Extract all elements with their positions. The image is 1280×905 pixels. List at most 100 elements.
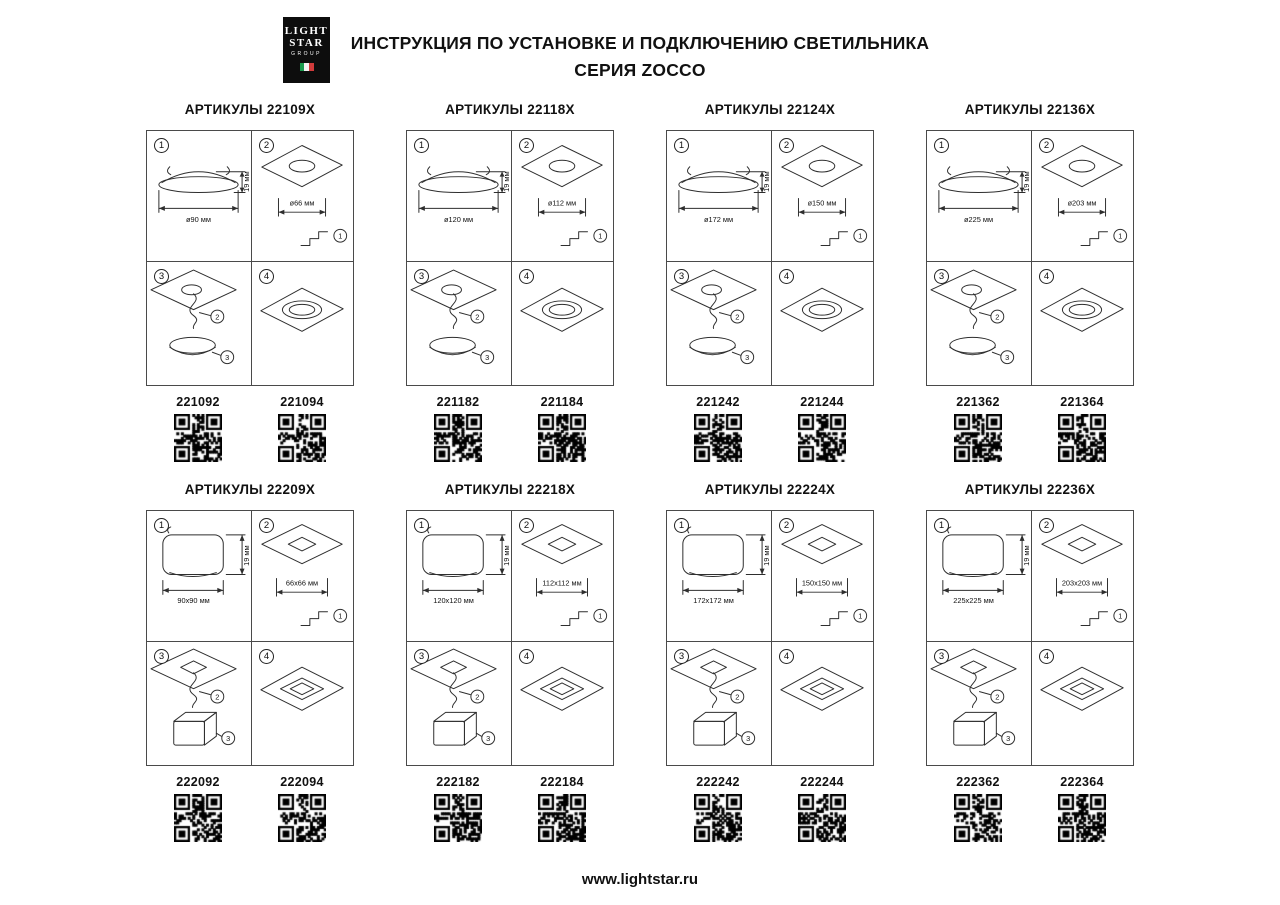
title-line-2: СЕРИЯ ZOCCO: [574, 60, 706, 80]
wire: [709, 293, 718, 329]
ceiling-tile: [521, 145, 603, 188]
step-3-cell: 3 2 3: [927, 642, 1032, 765]
step-2-cell: 2 ø150 мм 1: [772, 131, 873, 262]
width-dimension: 90x90 мм: [162, 579, 224, 605]
round-fixture: [949, 336, 996, 356]
installed-view-drawing: [520, 666, 604, 711]
panel-title: АРТИКУЛЫ 22236X: [964, 482, 1096, 497]
cutout-label: 112x112 мм: [542, 578, 581, 587]
qr-code: [1058, 794, 1106, 842]
wire: [969, 672, 978, 708]
cutout-dimension: 66x66 мм: [276, 577, 328, 597]
diameter-dimension: ø90 мм: [158, 190, 239, 224]
width-label: 120x120 мм: [433, 596, 474, 605]
step-number-badge: 1: [414, 518, 429, 533]
qr-code: [174, 414, 222, 462]
spring-clip-symbol: 1: [1080, 608, 1128, 627]
height-dimension: 19 мм: [735, 171, 771, 194]
step-1-cell: 1 90x90 мм: [147, 511, 252, 642]
flag-stripe: [299, 63, 305, 71]
spring-clip-symbol: 1: [300, 608, 348, 627]
step-number-badge: 4: [1039, 649, 1054, 664]
wire-callout: 2: [475, 312, 479, 321]
clip-callout: 1: [338, 231, 342, 240]
installation-steps-panel: 1 ø172 мм: [666, 130, 874, 386]
spring-clip-symbol: 1: [820, 608, 868, 627]
height-label: 19 мм: [242, 545, 251, 565]
fixture-side-view-drawing: ø90 мм 19 мм: [158, 166, 251, 224]
height-label: 19 мм: [242, 171, 251, 191]
height-label: 19 мм: [502, 171, 511, 191]
logo-text-star: STAR: [289, 37, 324, 49]
spring-clip-symbol: 1: [560, 228, 608, 247]
clip-callout: 1: [858, 611, 862, 620]
step-number-badge: 4: [259, 649, 274, 664]
step-number-badge: 2: [259, 518, 274, 533]
round-fixture-profile: [418, 166, 499, 194]
fixture-callout-circle: [1000, 350, 1015, 365]
article-codes-row: 221242 221244: [666, 395, 874, 409]
qr-wrap: [770, 794, 874, 842]
fixture-callout: 3: [745, 353, 749, 362]
ceiling-cutout-drawing: 203x203 мм 1: [1041, 524, 1128, 627]
step-number-badge: 1: [674, 138, 689, 153]
qr-wrap: [1030, 414, 1134, 462]
diameter-label: ø172 мм: [704, 215, 733, 224]
website-url[interactable]: www.lightstar.ru: [581, 871, 699, 888]
wire-callout: 2: [995, 692, 999, 701]
qr-code: [434, 414, 482, 462]
installation-steps-panel: 1 90x90 мм: [146, 510, 354, 766]
cutout-dimension: ø203 мм: [1057, 197, 1107, 217]
height-dimension: 19 мм: [995, 171, 1031, 194]
qr-codes-row: [406, 414, 614, 462]
step-3-cell: 3 2 3: [407, 262, 512, 385]
panel-title: АРТИКУЛЫ 22118X: [445, 102, 575, 117]
step-number-badge: 4: [259, 269, 274, 284]
step-4-cell: 4: [512, 642, 613, 765]
step-number-badge: 3: [414, 649, 429, 664]
square-series-row: АРТИКУЛЫ 22209X 1 90x90 мм: [120, 482, 1160, 842]
article-code: 221364: [1060, 395, 1104, 409]
article-code: 222184: [540, 775, 584, 789]
fixture-callout-circle: [1001, 731, 1016, 746]
cutout-label: ø150 мм: [808, 198, 837, 207]
cutout-label: 203x203 мм: [1062, 578, 1102, 587]
qr-wrap: [406, 794, 510, 842]
ceiling-tile: [261, 524, 343, 565]
installed-view-drawing: [780, 666, 864, 711]
ceiling-cutout-drawing: ø203 мм 1: [1041, 145, 1128, 247]
wiring-installation-drawing: 2 3: [150, 269, 237, 365]
step-4-cell: 4: [772, 642, 873, 765]
wire-callout: 2: [215, 312, 219, 321]
article-code: 222182: [436, 775, 480, 789]
step-number-badge: 1: [674, 518, 689, 533]
article-code: 221244: [800, 395, 844, 409]
spring-clip-symbol: 1: [1080, 228, 1128, 247]
article-code: 221182: [436, 395, 480, 409]
ceiling-tile: [150, 269, 237, 311]
step-number-badge: 2: [519, 518, 534, 533]
wire: [449, 293, 458, 329]
logo-text-light: LIGHT: [284, 25, 329, 37]
height-dimension: 19 мм: [215, 171, 251, 194]
panel-group: АРТИКУЛЫ 22109X 1 ø90 мм: [120, 102, 380, 462]
article-code: 221092: [176, 395, 220, 409]
wiring-installation-drawing: 2 3: [930, 269, 1017, 365]
square-fixture: [953, 711, 997, 746]
width-label: 90x90 мм: [177, 596, 209, 605]
qr-wrap: [1030, 794, 1134, 842]
step-4-cell: 4: [772, 262, 873, 385]
round-fixture: [429, 336, 476, 356]
width-label: 172x172 мм: [693, 596, 734, 605]
square-fixture-profile: [422, 526, 484, 577]
qr-wrap: [666, 414, 770, 462]
qr-code: [798, 794, 846, 842]
fixture-side-view-drawing: ø172 мм 19 мм: [678, 166, 771, 224]
square-fixture-profile: [162, 526, 224, 577]
height-label: 19 мм: [1022, 545, 1031, 565]
flag-stripe: [308, 63, 314, 71]
step-number-badge: 1: [934, 518, 949, 533]
qr-wrap: [510, 414, 614, 462]
panel-title: АРТИКУЛЫ 22124X: [704, 102, 836, 117]
qr-code: [694, 794, 742, 842]
